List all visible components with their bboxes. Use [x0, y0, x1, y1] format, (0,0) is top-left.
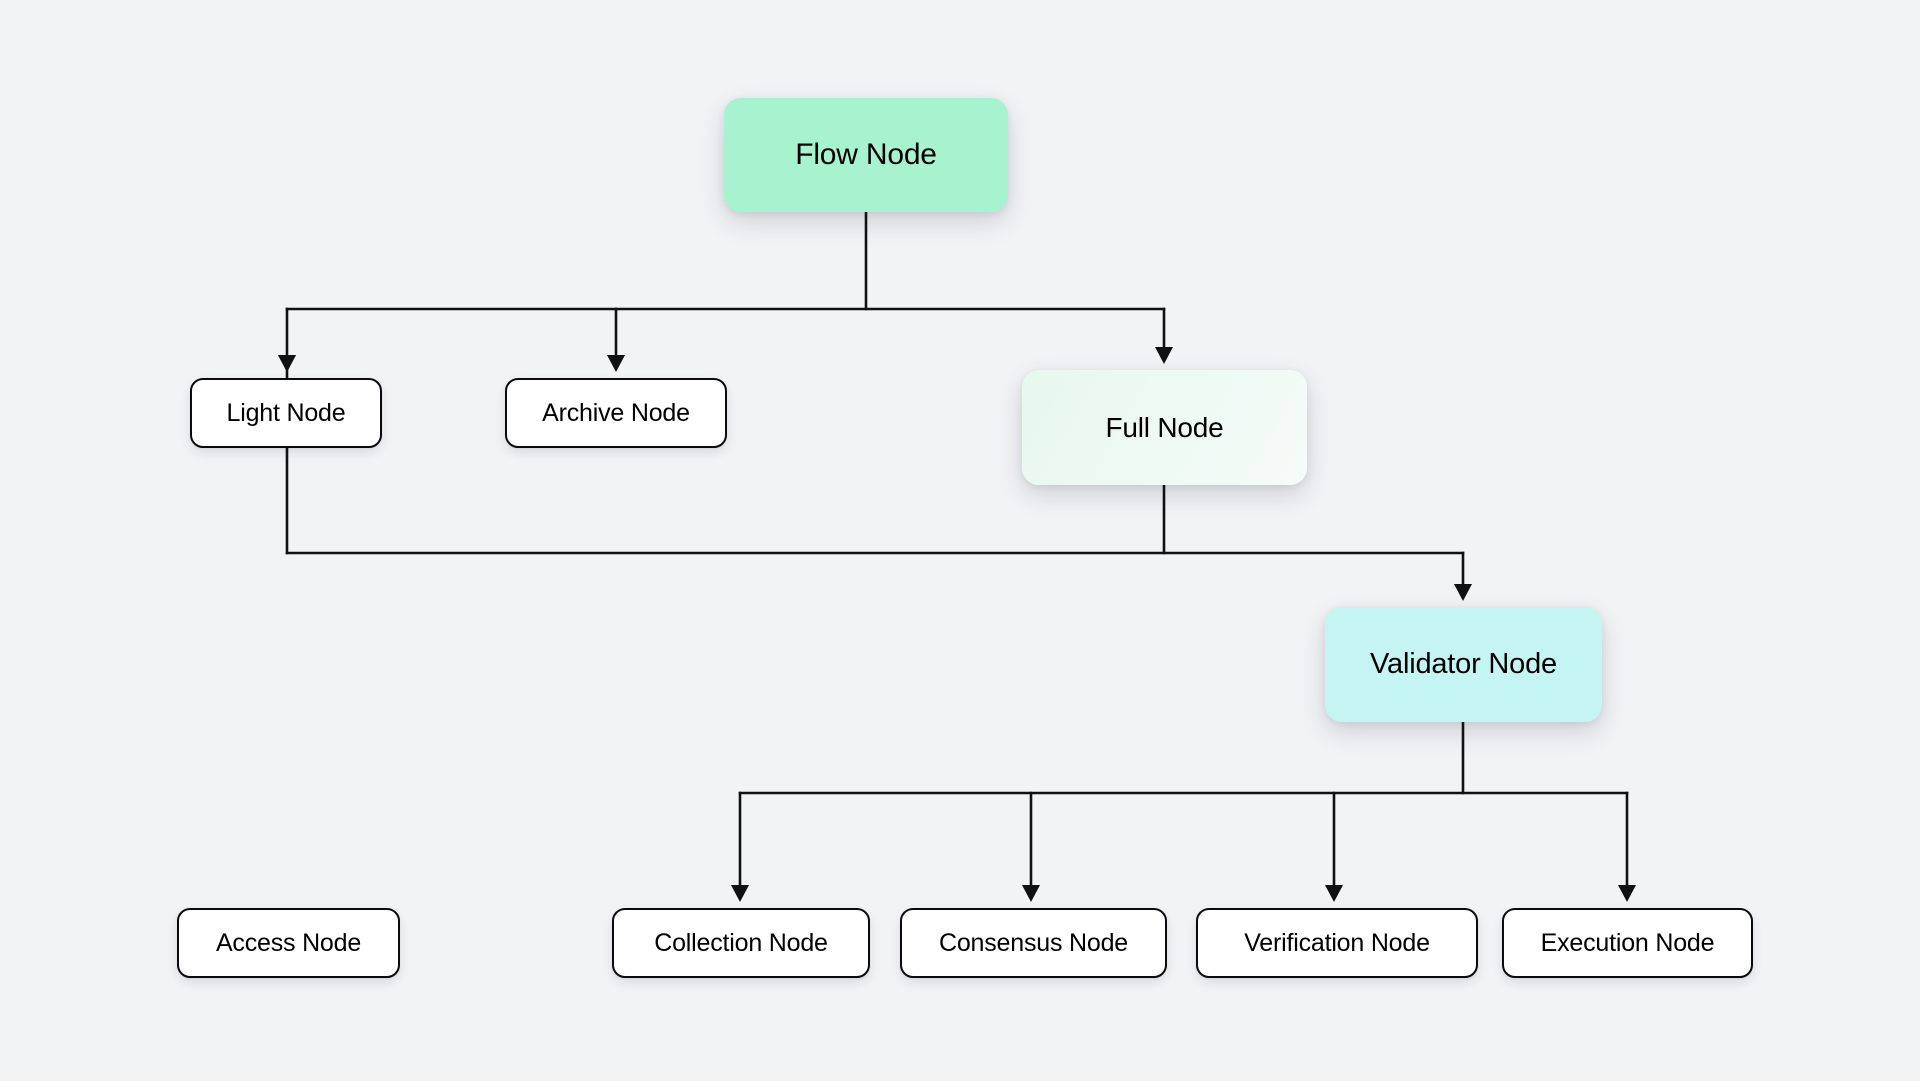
node-access-node[interactable]: Access Node	[177, 908, 400, 978]
arrowhead-icon	[1155, 347, 1173, 364]
node-label: Verification Node	[1244, 928, 1430, 957]
node-label: Consensus Node	[939, 928, 1128, 957]
node-validator-node[interactable]: Validator Node	[1325, 607, 1602, 722]
node-label: Full Node	[1105, 411, 1224, 443]
arrowhead-icon	[1618, 885, 1636, 902]
node-label: Light Node	[226, 398, 346, 427]
node-label: Validator Node	[1370, 648, 1557, 680]
node-light-node[interactable]: Light Node	[190, 378, 382, 448]
node-execution-node[interactable]: Execution Node	[1502, 908, 1753, 978]
node-label: Collection Node	[654, 928, 828, 957]
arrowhead-icon	[278, 355, 296, 372]
arrowhead-icon	[1454, 584, 1472, 601]
arrowhead-icon	[1325, 885, 1343, 902]
node-verification-node[interactable]: Verification Node	[1196, 908, 1478, 978]
node-archive-node[interactable]: Archive Node	[505, 378, 727, 448]
node-label: Access Node	[215, 928, 362, 957]
node-collection-node[interactable]: Collection Node	[612, 908, 870, 978]
arrowhead-icon	[607, 355, 625, 372]
node-full-node[interactable]: Full Node	[1022, 370, 1307, 485]
node-label: Flow Node	[795, 138, 937, 171]
arrowhead-icon	[1022, 885, 1040, 902]
node-label: Archive Node	[542, 398, 690, 427]
arrowhead-icon	[731, 885, 749, 902]
arrowhead-icon	[278, 355, 296, 372]
node-flow-node[interactable]: Flow Node	[724, 98, 1008, 212]
node-consensus-node[interactable]: Consensus Node	[900, 908, 1167, 978]
node-label: Execution Node	[1540, 928, 1715, 957]
